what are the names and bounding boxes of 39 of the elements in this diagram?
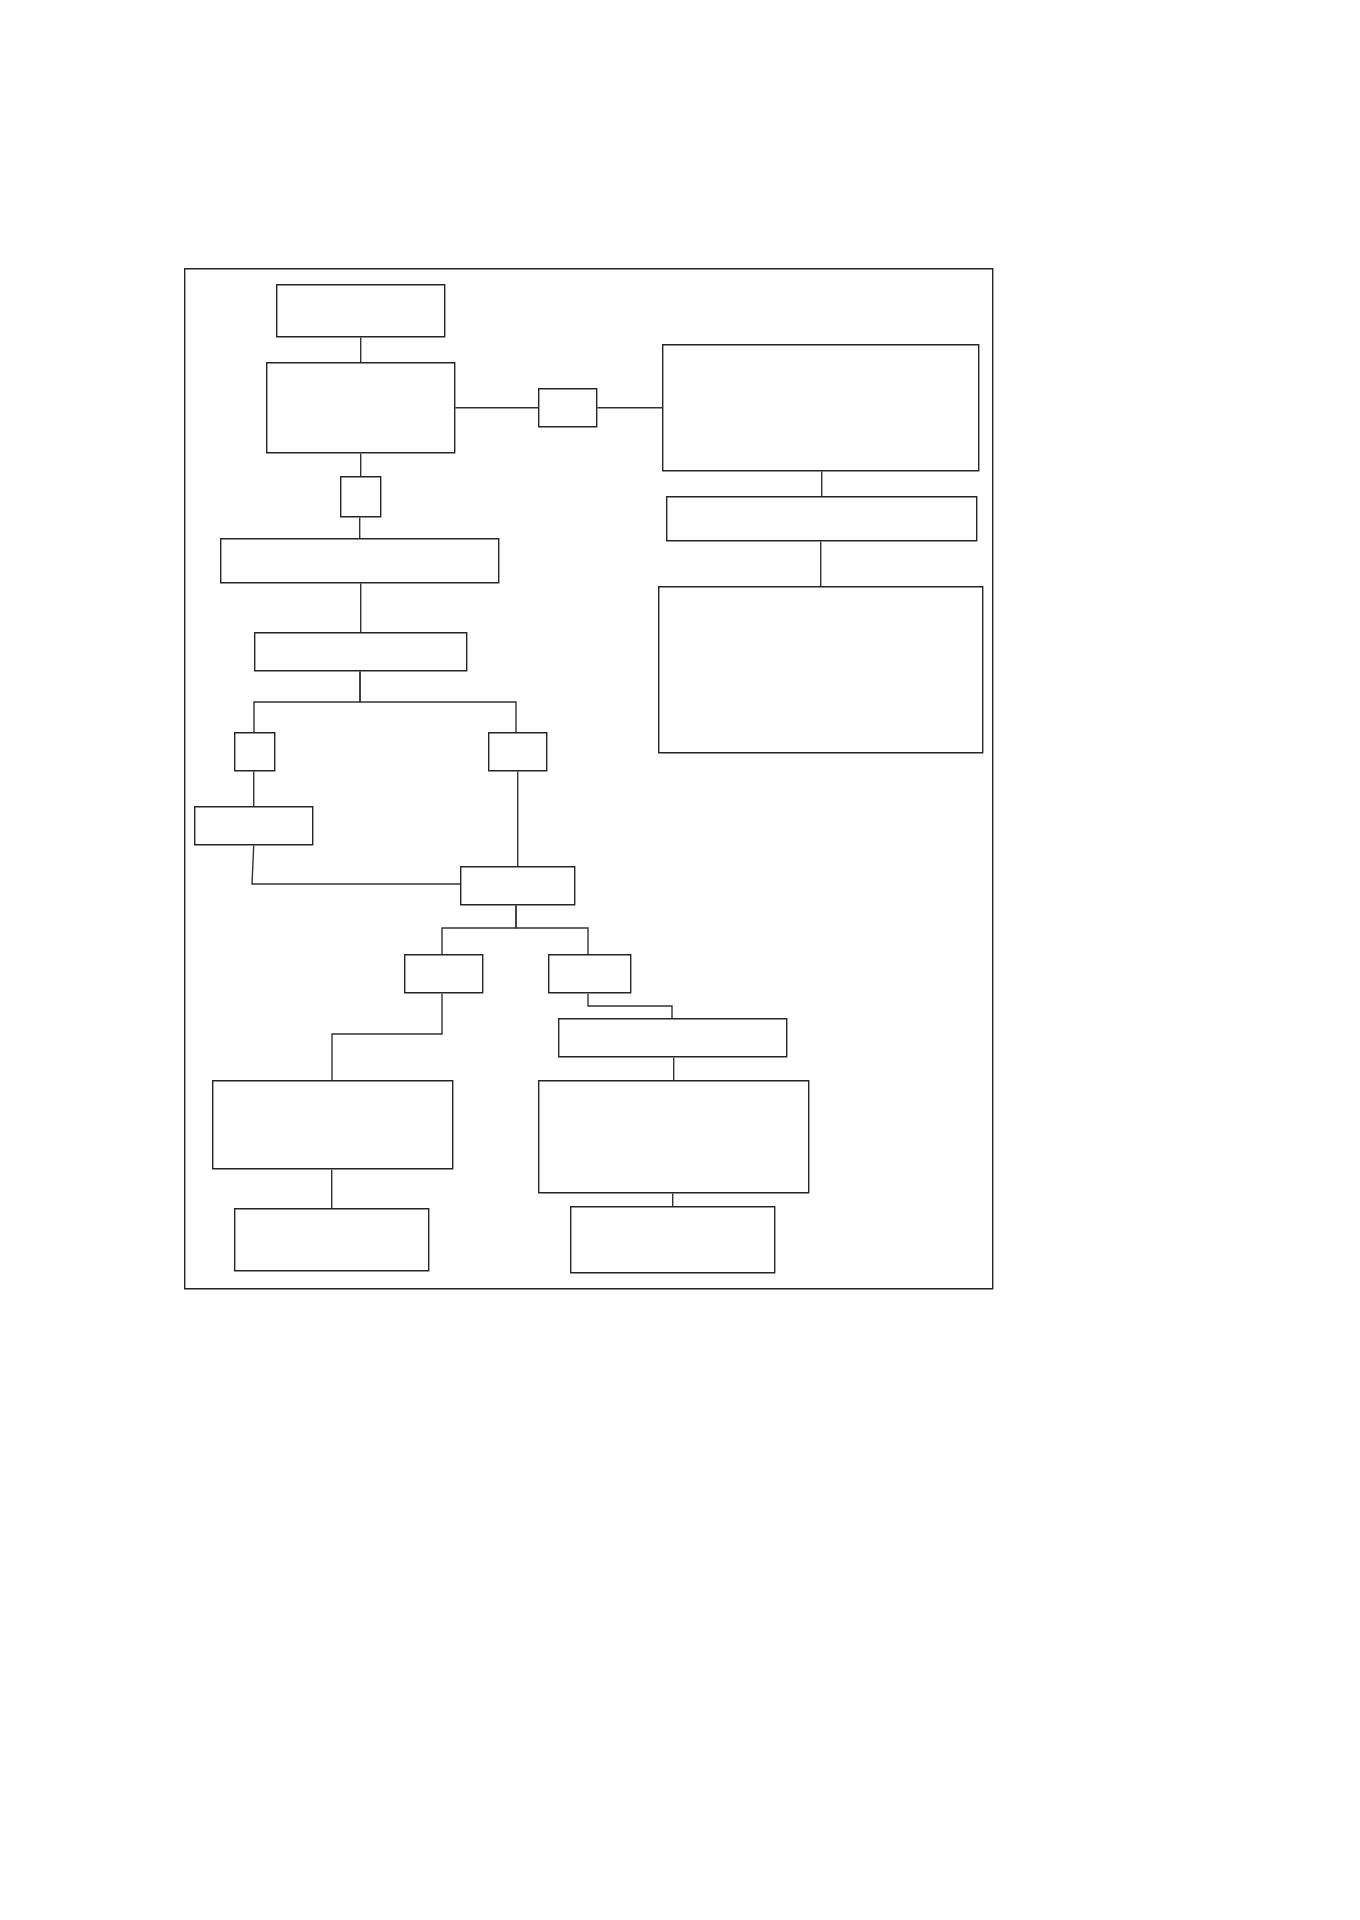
connector-line xyxy=(596,407,663,409)
connector-line xyxy=(360,582,362,633)
connector-line xyxy=(672,1192,674,1207)
connector-line xyxy=(517,770,519,867)
process-box xyxy=(266,362,456,454)
process-box xyxy=(220,538,500,584)
connector-line xyxy=(820,540,822,587)
process-box xyxy=(340,476,382,518)
connector-line xyxy=(360,452,362,477)
process-box xyxy=(666,496,978,542)
process-box xyxy=(558,1018,788,1058)
connector-line xyxy=(359,670,517,733)
process-box xyxy=(254,632,468,672)
process-box xyxy=(234,1208,430,1272)
connector-line xyxy=(821,470,823,497)
connector-line xyxy=(331,1168,333,1209)
process-box xyxy=(570,1206,776,1274)
connector-line xyxy=(359,516,361,539)
connector-line xyxy=(587,992,673,1019)
frame xyxy=(184,268,994,1290)
process-box xyxy=(548,954,632,994)
process-box xyxy=(212,1080,454,1170)
connector-line xyxy=(673,1056,675,1081)
connector-line xyxy=(251,844,461,885)
connector-line xyxy=(331,992,443,1081)
process-box xyxy=(404,954,484,994)
process-box xyxy=(538,388,598,428)
connector-line xyxy=(454,407,539,409)
process-box xyxy=(488,732,548,772)
process-box xyxy=(234,732,276,772)
connector-line xyxy=(253,770,255,807)
process-box xyxy=(194,806,314,846)
process-box xyxy=(460,866,576,906)
connector-line xyxy=(360,336,362,363)
process-box xyxy=(538,1080,810,1194)
process-box xyxy=(276,284,446,338)
connector-line xyxy=(515,904,589,955)
process-box xyxy=(658,586,984,754)
process-box xyxy=(662,344,980,472)
